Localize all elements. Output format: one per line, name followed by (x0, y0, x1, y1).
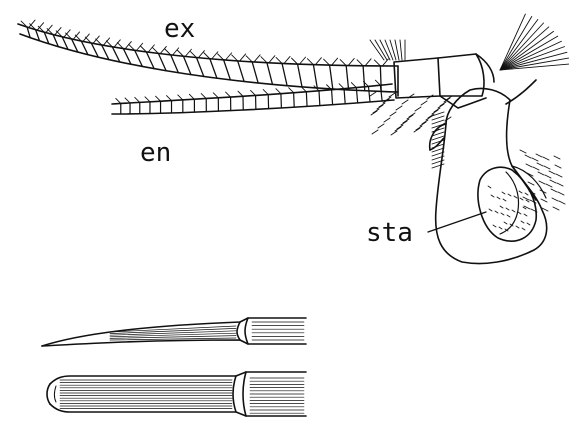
statocyst-leader-line (428, 212, 486, 232)
setae-tufts (370, 14, 569, 212)
seta-detail-lower (47, 372, 306, 416)
seta-detail-upper (42, 318, 306, 346)
endopod-flagellum (112, 80, 394, 114)
basal-segment (430, 80, 547, 264)
exopod-flagellum (18, 20, 398, 92)
peduncle (394, 54, 494, 108)
label-statocyst: sta (366, 220, 413, 246)
label-endopod: en (140, 140, 171, 166)
statocyst (478, 166, 546, 241)
label-exopod: ex (164, 16, 195, 42)
